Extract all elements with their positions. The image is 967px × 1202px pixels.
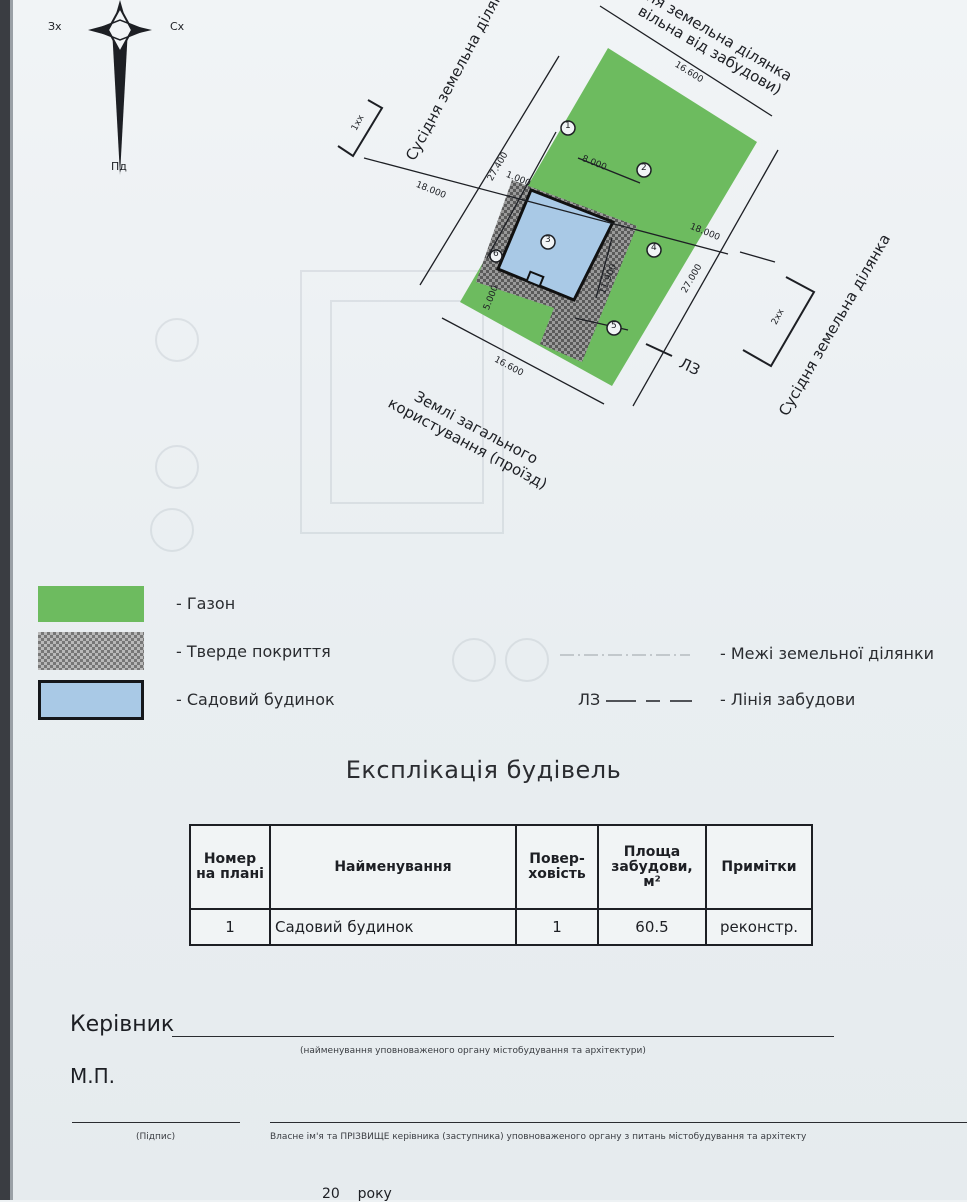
legend-hard-surface-label: - Тверде покриття bbox=[176, 642, 331, 661]
marker-circle bbox=[540, 234, 556, 250]
explication-title: Експлікація будівель bbox=[345, 756, 622, 784]
legend-building-line-symbol: ЛЗ bbox=[578, 690, 601, 709]
legend-hard-surface-swatch bbox=[38, 632, 144, 670]
head-caption: (найменування уповноваженого органу міст… bbox=[300, 1046, 646, 1056]
legend-building-line-dash bbox=[606, 700, 692, 702]
explication-table: Номер на плані Найменування Повер- ховіс… bbox=[189, 824, 813, 946]
legend-garden-house-swatch bbox=[38, 680, 144, 720]
date-fragment: 20 року bbox=[322, 1186, 392, 1202]
show-through-frame bbox=[300, 270, 504, 534]
marker-label: 4 bbox=[651, 243, 657, 253]
show-through-marker bbox=[155, 445, 199, 489]
marker-label: 5 bbox=[611, 321, 617, 331]
col-area: Площа забудови, м² bbox=[597, 824, 707, 910]
dimension-lines bbox=[337, 5, 816, 407]
binder-edge bbox=[0, 0, 10, 1200]
site-plan: Зх Сх Пд ня земельна ділянка вільна від … bbox=[0, 0, 967, 560]
head-signature-line bbox=[172, 1036, 834, 1037]
col-name: Найменування bbox=[269, 824, 517, 910]
legend-lawn-swatch bbox=[38, 586, 144, 622]
cell-notes: реконстр. bbox=[705, 908, 813, 946]
compass-west: Зх bbox=[48, 20, 62, 33]
show-through-marker bbox=[452, 638, 496, 682]
show-through-frame-inner bbox=[330, 300, 484, 504]
stamp-label: М.П. bbox=[70, 1064, 116, 1088]
marker-circle bbox=[636, 162, 652, 178]
legend-lawn-label: - Газон bbox=[176, 594, 236, 613]
cell-floors: 1 bbox=[515, 908, 599, 946]
compass-south: Пд bbox=[111, 160, 127, 173]
marker-circle bbox=[606, 320, 622, 336]
legend-garden-house-label: - Садовий будинок bbox=[176, 690, 335, 709]
legend-building-line-label: - Лінія забудови bbox=[720, 690, 856, 709]
compass-rose bbox=[88, 0, 152, 175]
marker-circle bbox=[489, 249, 503, 263]
marker-label: 6 bbox=[493, 249, 499, 259]
name-line bbox=[270, 1122, 967, 1123]
binder-edge-shadow bbox=[10, 0, 13, 1200]
table-header-row: Номер на плані Найменування Повер- ховіс… bbox=[189, 824, 813, 910]
garden-house bbox=[496, 188, 616, 302]
legend-boundary-label: - Межі земельної ділянки bbox=[720, 644, 935, 663]
marker-circle bbox=[646, 242, 662, 258]
col-number: Номер на плані bbox=[189, 824, 271, 910]
show-through-marker bbox=[150, 508, 194, 552]
cell-area: 60.5 bbox=[597, 908, 707, 946]
col-notes: Примітки bbox=[705, 824, 813, 910]
signature-caption: (Підпис) bbox=[136, 1132, 176, 1142]
table-row: 1 Садовий будинок 1 60.5 реконстр. bbox=[189, 908, 813, 946]
show-through-marker bbox=[155, 318, 199, 362]
signature-line bbox=[72, 1122, 240, 1123]
col-floors: Повер- ховість bbox=[515, 824, 599, 910]
site-plan-drawing bbox=[88, 0, 816, 407]
marker-label: 3 bbox=[545, 235, 551, 245]
plan-markers bbox=[489, 120, 662, 336]
legend-boundary-symbol bbox=[560, 654, 690, 656]
marker-label: 1 bbox=[565, 121, 571, 131]
name-caption: Власне ім'я та ПРІЗВИЩЕ керівника (засту… bbox=[270, 1132, 807, 1142]
head-label: Керівник bbox=[70, 1012, 175, 1037]
marker-label: 2 bbox=[641, 163, 647, 173]
cell-name: Садовий будинок bbox=[269, 908, 517, 946]
cell-number: 1 bbox=[189, 908, 271, 946]
show-through-marker bbox=[505, 638, 549, 682]
marker-circle bbox=[560, 120, 576, 136]
compass-east: Сх bbox=[170, 20, 185, 33]
